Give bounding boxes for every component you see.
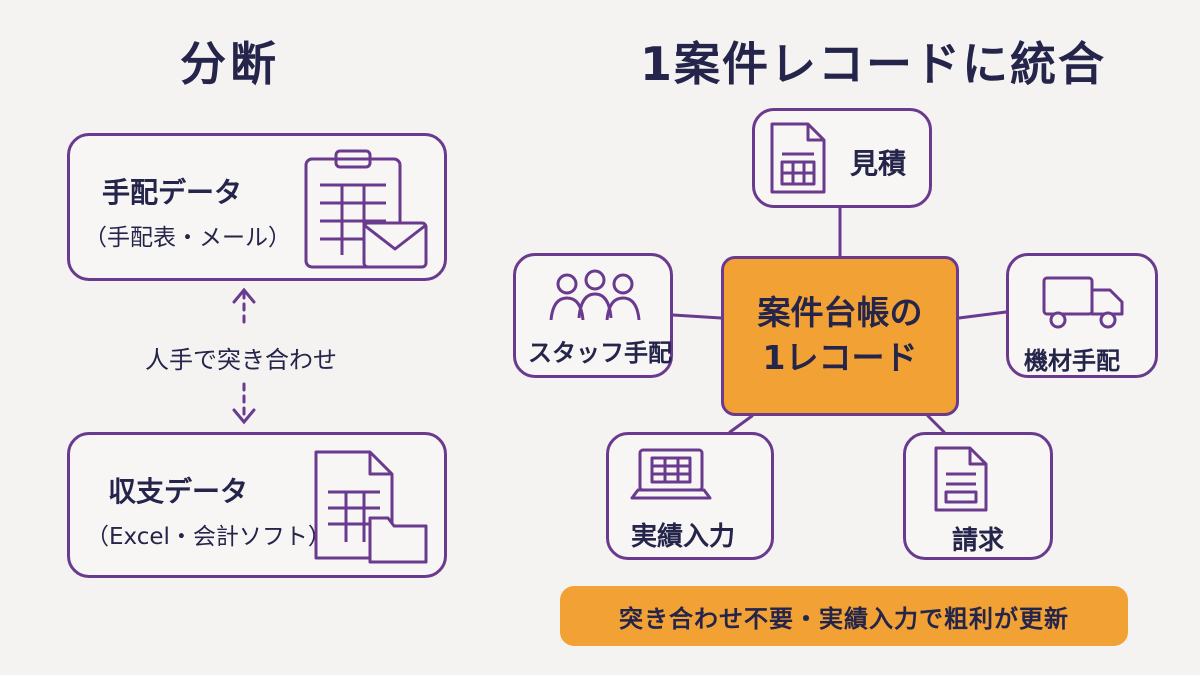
income-data-title: 収支データ <box>108 475 249 508</box>
connector-billing <box>926 414 946 434</box>
node-estimate-label: 見積 <box>850 147 907 180</box>
divided-title: 分断 <box>180 37 280 91</box>
node-billing-label: 請求 <box>952 526 1005 556</box>
double-arrow <box>232 287 256 425</box>
invoice-document-icon <box>934 446 988 512</box>
node-staff <box>513 253 673 378</box>
arrangement-data-subtitle: （手配表・メール） <box>84 225 291 251</box>
node-billing <box>903 432 1053 560</box>
node-actuals <box>606 432 774 560</box>
hub-line-2: 1レコード <box>762 338 918 377</box>
income-data-subtitle: （Excel・会計ソフト） <box>86 524 331 550</box>
truck-icon <box>1042 276 1124 329</box>
document-spreadsheet-icon <box>314 450 428 564</box>
laptop-icon <box>630 448 712 500</box>
clipboard-spreadsheet-icon <box>304 149 428 269</box>
folder-icon <box>368 516 428 564</box>
envelope-icon <box>362 221 428 269</box>
footer-banner: 突き合わせ不要・実績入力で粗利が更新 <box>560 586 1128 646</box>
arrangement-data-title: 手配データ <box>102 176 243 209</box>
document-table-icon <box>770 122 826 194</box>
footer-text: 突き合わせ不要・実績入力で粗利が更新 <box>619 604 1069 633</box>
connector-staff <box>671 313 723 320</box>
connector-equipment <box>957 310 1008 320</box>
node-staff-label: スタッフ手配 <box>528 339 672 367</box>
connector-actuals <box>728 414 754 434</box>
hub-line-1: 案件台帳の <box>757 293 923 333</box>
integrated-title: 1案件レコードに統合 <box>640 37 1107 91</box>
people-group-icon <box>549 269 641 321</box>
hub-record-box: 案件台帳の 1レコード <box>721 256 959 416</box>
reconcile-label: 人手で突き合わせ <box>145 346 337 374</box>
node-actuals-label: 実績入力 <box>631 522 736 552</box>
node-equipment-label: 機材手配 <box>1024 347 1120 375</box>
